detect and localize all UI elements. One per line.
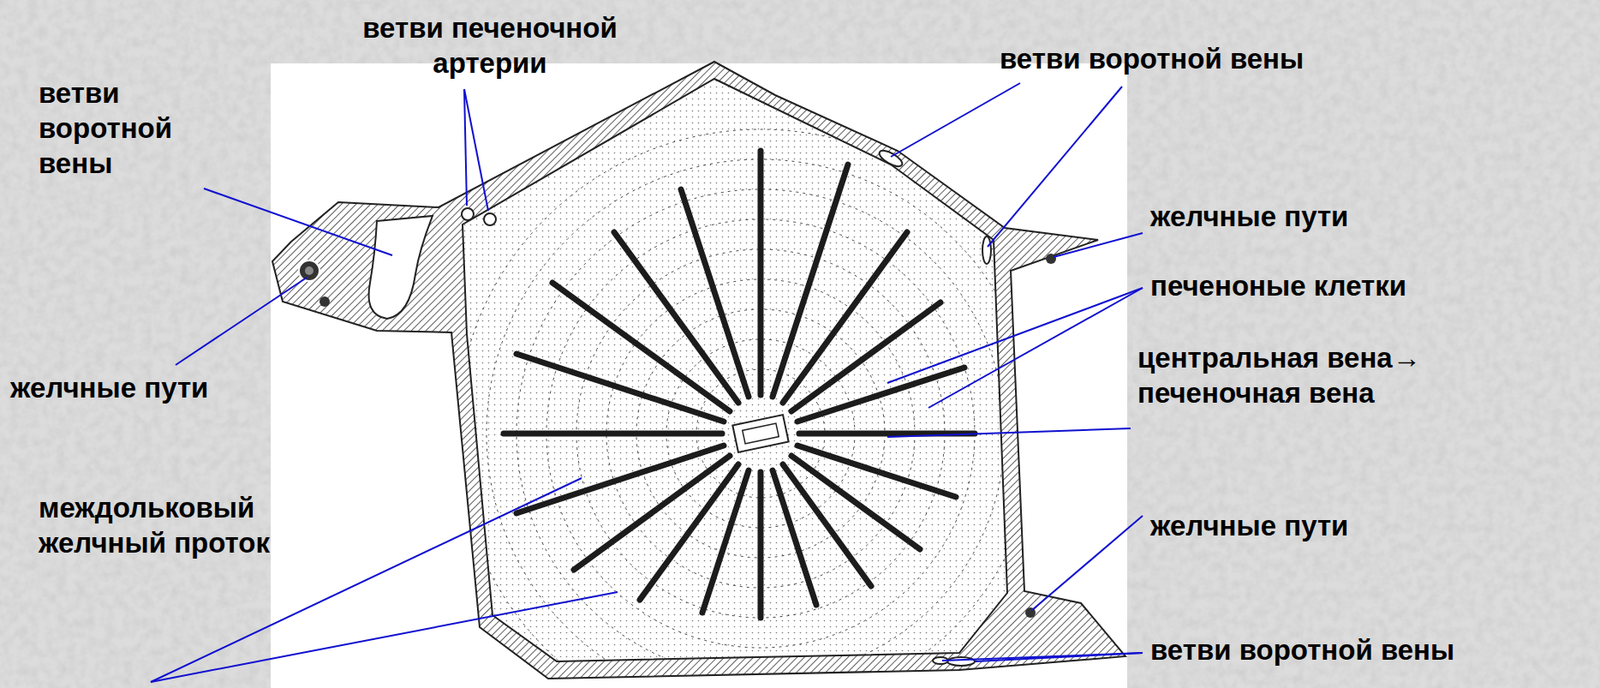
- label: желчные пути: [1150, 198, 1579, 234]
- label: ветви печеночной артерии: [335, 10, 645, 81]
- sinusoid: [503, 430, 723, 437]
- bile-duct-lumen: [304, 266, 314, 275]
- leader-line: [203, 188, 393, 256]
- leader-line: [928, 287, 1143, 408]
- sinusoid: [758, 471, 765, 618]
- label: ветви воротной вены: [38, 75, 210, 181]
- leader-line: [987, 86, 1123, 247]
- bile-duct: [1045, 253, 1057, 264]
- hepatic-artery: [483, 213, 496, 226]
- leader-line: [942, 652, 1143, 661]
- sinusoid: [772, 470, 817, 605]
- label-text: ветви воротной вены: [38, 77, 173, 180]
- leader-line: [887, 428, 1131, 437]
- leader-line: [890, 83, 1021, 157]
- label: печеноные клетки: [1150, 268, 1579, 304]
- label: желчные пути: [10, 370, 268, 406]
- sinusoid: [758, 150, 765, 395]
- sinusoid: [680, 189, 749, 397]
- label-text: печеноные клетки: [1150, 269, 1407, 302]
- sinusoid: [702, 470, 749, 613]
- portal-vein: [982, 236, 992, 264]
- label: ветви воротной вены: [1150, 632, 1588, 668]
- leader-line: [464, 89, 489, 211]
- label-text: ветви печеночной артерии: [362, 11, 617, 79]
- label: междольковый желчный проток: [38, 489, 313, 561]
- portal-vein: [369, 215, 433, 319]
- central-vein-inner: [742, 423, 779, 444]
- sinusoid: [573, 455, 730, 570]
- leader-line: [175, 277, 307, 365]
- sinusoid: [782, 232, 908, 403]
- bile-duct: [298, 260, 320, 281]
- label-text: желчные пути: [10, 371, 209, 404]
- central-vein-outer: [732, 414, 789, 453]
- bile-duct: [319, 296, 330, 307]
- sinusoid: [552, 282, 730, 412]
- label-text: желчные пути: [1150, 509, 1349, 542]
- leader-line: [150, 591, 618, 682]
- label-text: междольковый желчный проток: [38, 491, 270, 559]
- leader-line: [1053, 232, 1143, 257]
- sinusoids: [503, 150, 975, 618]
- label: ветви воротной вены: [999, 41, 1480, 77]
- central-vein: [732, 414, 789, 453]
- label-text: центральная вена→ печеночная вена: [1137, 341, 1421, 409]
- sinusoid: [782, 464, 872, 586]
- cell-row: [456, 129, 1065, 688]
- label-text: желчные пути: [1150, 200, 1349, 233]
- sinusoid: [791, 302, 941, 412]
- leader-lines: [150, 83, 1143, 682]
- sinusoid: [516, 445, 724, 514]
- leader-line: [464, 89, 467, 206]
- cell-rows: [456, 129, 1065, 688]
- label-text: ветви воротной вены: [999, 42, 1304, 75]
- hepatic-artery: [461, 208, 474, 221]
- leader-line: [1032, 515, 1143, 610]
- leader-line: [887, 287, 1143, 383]
- sinusoid: [797, 445, 956, 497]
- white-panel: [270, 63, 1128, 688]
- label: центральная вена→ печеночная вена: [1137, 340, 1472, 411]
- label: желчные пути: [1150, 507, 1579, 544]
- sinusoid: [797, 367, 965, 422]
- portal-vein: [947, 656, 975, 666]
- label-text: ветви воротной вены: [1150, 633, 1455, 666]
- lobule-interior: [462, 78, 1008, 662]
